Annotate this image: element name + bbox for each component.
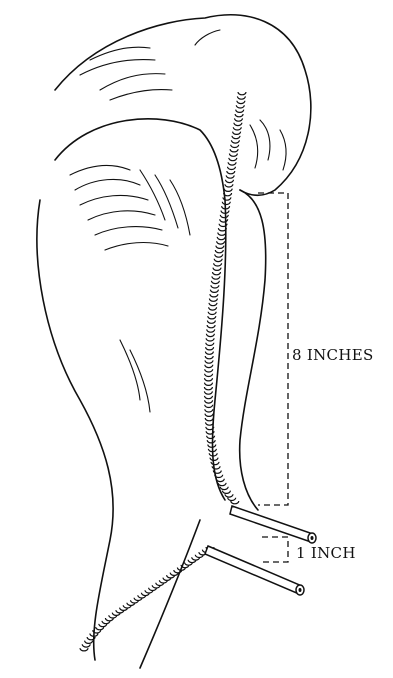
suture-line-lower [80,547,214,651]
label-1-inch: 1 INCH [296,544,356,562]
upper-organ-outline [55,15,311,196]
bowel-outer-outline [240,190,266,510]
bowel-left-outline [55,119,226,500]
upper-organ-folds [80,30,286,170]
bowel-folds [70,165,190,412]
drain-tube-lower [205,546,304,595]
bowel-lower-left-outline [37,200,113,660]
label-8-inches: 8 INCHES [292,346,374,364]
measure-bracket-8-inches [258,193,288,505]
measure-bracket-1-inch [262,537,288,562]
